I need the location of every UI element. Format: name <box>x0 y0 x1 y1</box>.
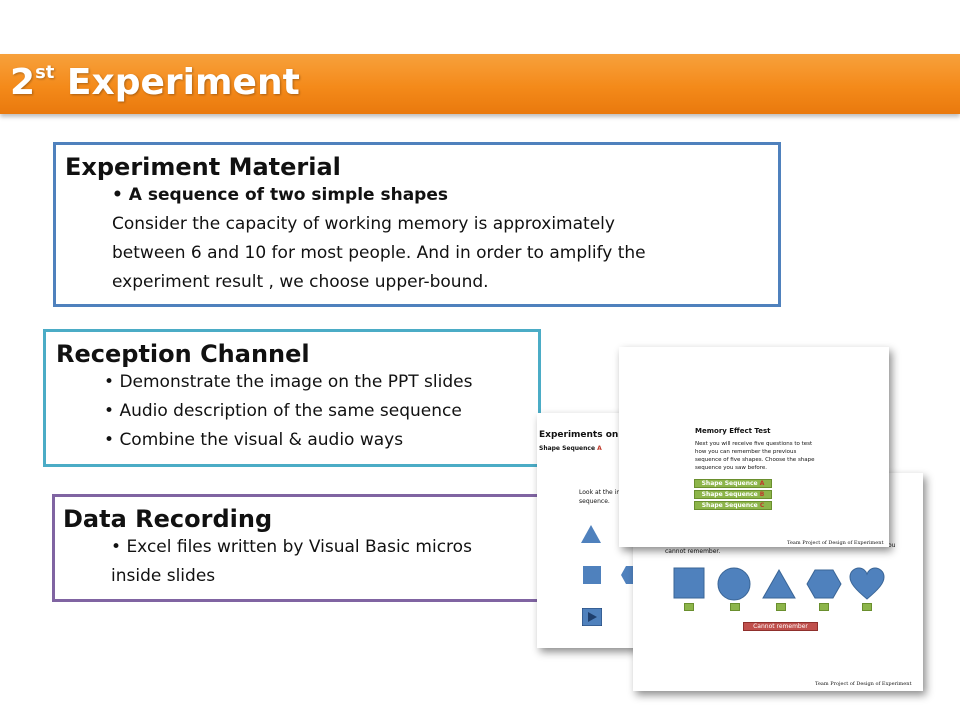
data-recording-bullet: Excel files written by Visual Basic micr… <box>111 533 538 562</box>
slide-back-title: Experiments on W <box>539 430 632 440</box>
material-line-3: experiment result , we choose upper-boun… <box>112 272 489 292</box>
experiment-material-heading: Experiment Material <box>65 153 341 181</box>
memory-test-body-4: sequence you saw before. <box>695 465 768 471</box>
data-recording-heading: Data Recording <box>63 505 273 533</box>
experiment-material-box: Experiment Material A sequence of two si… <box>53 142 781 307</box>
shape-sequence-b-button[interactable]: Shape Sequence B <box>694 490 772 499</box>
select-heart-button[interactable] <box>862 603 872 611</box>
shape-sequence-c-button[interactable]: Shape Sequence C <box>694 501 772 510</box>
memory-test-body-3: sequence of five shapes. Choose the shap… <box>695 457 815 463</box>
select-circle-button[interactable] <box>730 603 740 611</box>
slide-right-footer: Team Project of Design of Experiment <box>815 681 912 687</box>
slide-back-text-2: sequence. <box>579 498 610 505</box>
title-bar: 2st Experiment <box>0 54 960 114</box>
select-triangle-button[interactable] <box>776 603 786 611</box>
material-bullet: A sequence of two simple shapes <box>112 181 778 210</box>
reception-channel-heading: Reception Channel <box>56 340 310 368</box>
cannot-remember-button[interactable]: Cannot remember <box>743 622 818 631</box>
memory-test-body-2: how you can remember the previous <box>695 449 797 455</box>
circle-option-icon <box>717 567 751 601</box>
data-recording-box: Data Recording Excel files written by Vi… <box>52 494 541 602</box>
reception-bullet-3: Combine the visual & audio ways <box>104 426 538 455</box>
select-square-button[interactable] <box>684 603 694 611</box>
hexagon-option-icon <box>806 569 842 599</box>
slide-thumbnail-memory-test: Memory Effect Test Next you will receive… <box>619 347 889 547</box>
reception-channel-box: Reception Channel Demonstrate the image … <box>43 329 541 467</box>
material-line-1: Consider the capacity of working memory … <box>112 214 615 234</box>
select-hexagon-button[interactable] <box>819 603 829 611</box>
slide-back-subtitle: Shape Sequence A <box>539 445 602 452</box>
memory-test-footer: Team Project of Design of Experiment <box>787 540 884 546</box>
heart-option-icon <box>849 567 885 600</box>
data-recording-bullet-cont: inside slides <box>111 566 216 586</box>
memory-test-title: Memory Effect Test <box>695 427 771 435</box>
square-shape-icon <box>583 566 601 584</box>
triangle-shape-icon <box>581 525 601 543</box>
material-line-2: between 6 and 10 for most people. And in… <box>112 243 646 263</box>
square-option-icon <box>673 567 705 599</box>
slide-back-text-1: Look at the im <box>579 489 623 496</box>
play-button-icon[interactable] <box>582 608 602 626</box>
slide-right-top-text: cannot remember. <box>665 548 721 555</box>
shape-sequence-a-button[interactable]: Shape Sequence A <box>694 479 772 488</box>
triangle-option-icon <box>762 569 796 599</box>
slide-right-top-suffix: ou <box>888 542 896 549</box>
reception-bullet-1: Demonstrate the image on the PPT slides <box>104 368 538 397</box>
reception-bullet-2: Audio description of the same sequence <box>104 397 538 426</box>
memory-test-body-1: Next you will receive five questions to … <box>695 441 813 447</box>
page-title: 2st Experiment <box>10 62 300 103</box>
